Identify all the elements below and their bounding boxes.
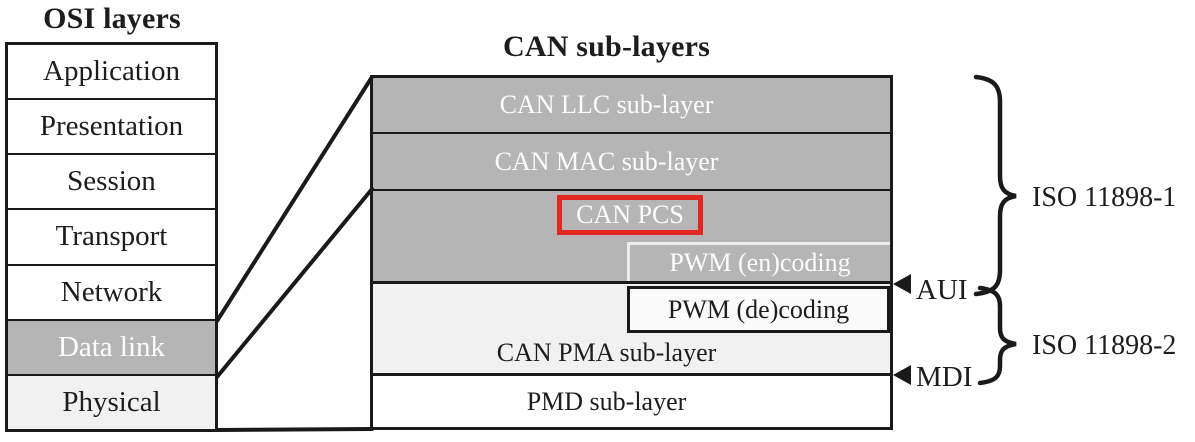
osi-row-presentation: Presentation — [8, 98, 215, 154]
osi-stack: Application Presentation Session Transpo… — [5, 42, 218, 432]
osi-row-network: Network — [8, 263, 215, 319]
pwm-encoding-label: PWM (en)coding — [669, 248, 851, 277]
osi-row-transport: Transport — [8, 208, 215, 264]
can-mac-row: CAN MAC sub-layer — [373, 132, 890, 189]
can-pcs-block: CAN PCS PWM (en)coding — [373, 189, 890, 281]
can-stack: CAN LLC sub-layer CAN MAC sub-layer CAN … — [370, 75, 893, 430]
aui-label: AUI — [916, 274, 968, 306]
iso-11898-2-label: ISO 11898-2 — [1032, 330, 1177, 361]
can-sublayers-title: CAN sub-layers — [503, 30, 710, 63]
can-pma-label: CAN PMA sub-layer — [496, 338, 717, 367]
pwm-encoding-box: PWM (en)coding — [627, 242, 890, 281]
osi-layers-title: OSI layers — [43, 2, 181, 35]
osi-row-label: Physical — [62, 385, 161, 418]
osi-row-label: Transport — [55, 220, 168, 253]
can-pcs-label: CAN PCS — [576, 200, 684, 229]
can-pma-block: PWM (de)coding CAN PMA sub-layer — [373, 281, 890, 373]
mdi-arrow-icon — [893, 365, 911, 385]
can-pcs-highlight-box: CAN PCS — [557, 195, 703, 235]
osi-row-label: Data link — [57, 330, 166, 363]
datalink-top-expansion-line — [215, 75, 374, 323]
osi-row-session: Session — [8, 153, 215, 209]
iso-11898-1-label: ISO 11898-1 — [1032, 182, 1177, 213]
osi-row-label: Presentation — [39, 110, 184, 143]
can-pmd-row: PMD sub-layer — [373, 373, 890, 427]
bottom-connector-line — [215, 427, 374, 432]
can-mac-label: CAN MAC sub-layer — [494, 146, 719, 176]
osi-row-application: Application — [8, 45, 215, 99]
mdi-label: MDI — [916, 361, 973, 393]
can-pmd-label: PMD sub-layer — [526, 386, 687, 416]
osi-row-label: Application — [43, 55, 180, 88]
osi-row-data-link: Data link — [8, 318, 215, 374]
aui-arrow-icon — [893, 274, 911, 294]
iso-11898-1-brace — [973, 74, 1017, 297]
pwm-decoding-box: PWM (de)coding — [627, 286, 890, 333]
can-llc-label: CAN LLC sub-layer — [499, 90, 714, 119]
can-llc-row: CAN LLC sub-layer — [373, 78, 890, 132]
datalink-bottom-expansion-line — [215, 187, 374, 379]
pwm-decoding-label: PWM (de)coding — [667, 294, 850, 324]
osi-row-label: Session — [67, 165, 156, 198]
iso-11898-2-brace — [977, 285, 1017, 386]
osi-row-physical: Physical — [8, 373, 215, 429]
osi-row-label: Network — [60, 275, 163, 308]
